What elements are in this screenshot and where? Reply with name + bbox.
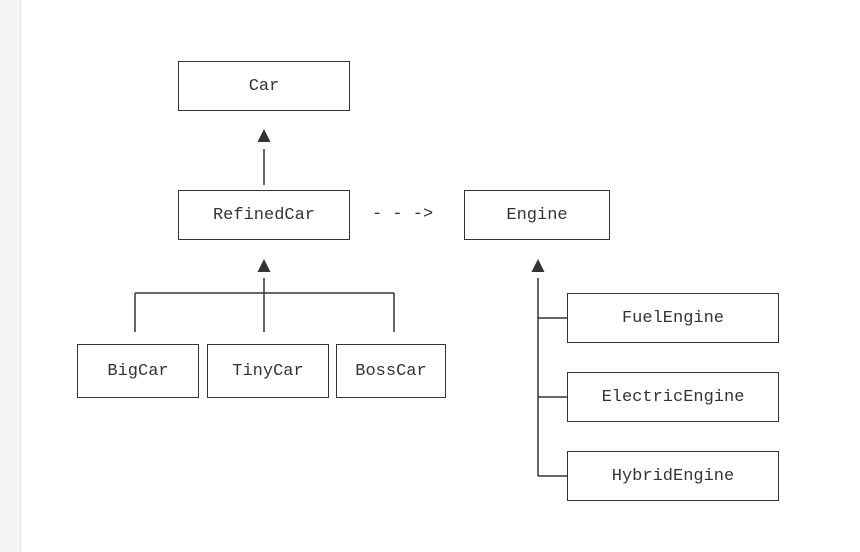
- class-hybrid-engine: HybridEngine: [567, 451, 779, 501]
- page-gutter: [0, 0, 21, 552]
- inherit-arrowhead-engine: [531, 259, 545, 272]
- dependency-arrow-refinedcar-engine: - - ->: [372, 205, 434, 224]
- class-fuel-engine: FuelEngine: [567, 293, 779, 343]
- class-big-car: BigCar: [77, 344, 199, 398]
- class-refined-car: RefinedCar: [178, 190, 350, 240]
- class-engine: Engine: [464, 190, 610, 240]
- class-boss-car: BossCar: [336, 344, 446, 398]
- inherit-arrowhead-refinedcar: [257, 259, 271, 272]
- inherit-arrowhead-car: [257, 129, 271, 142]
- class-car: Car: [178, 61, 350, 111]
- class-tiny-car: TinyCar: [207, 344, 329, 398]
- class-electric-engine: ElectricEngine: [567, 372, 779, 422]
